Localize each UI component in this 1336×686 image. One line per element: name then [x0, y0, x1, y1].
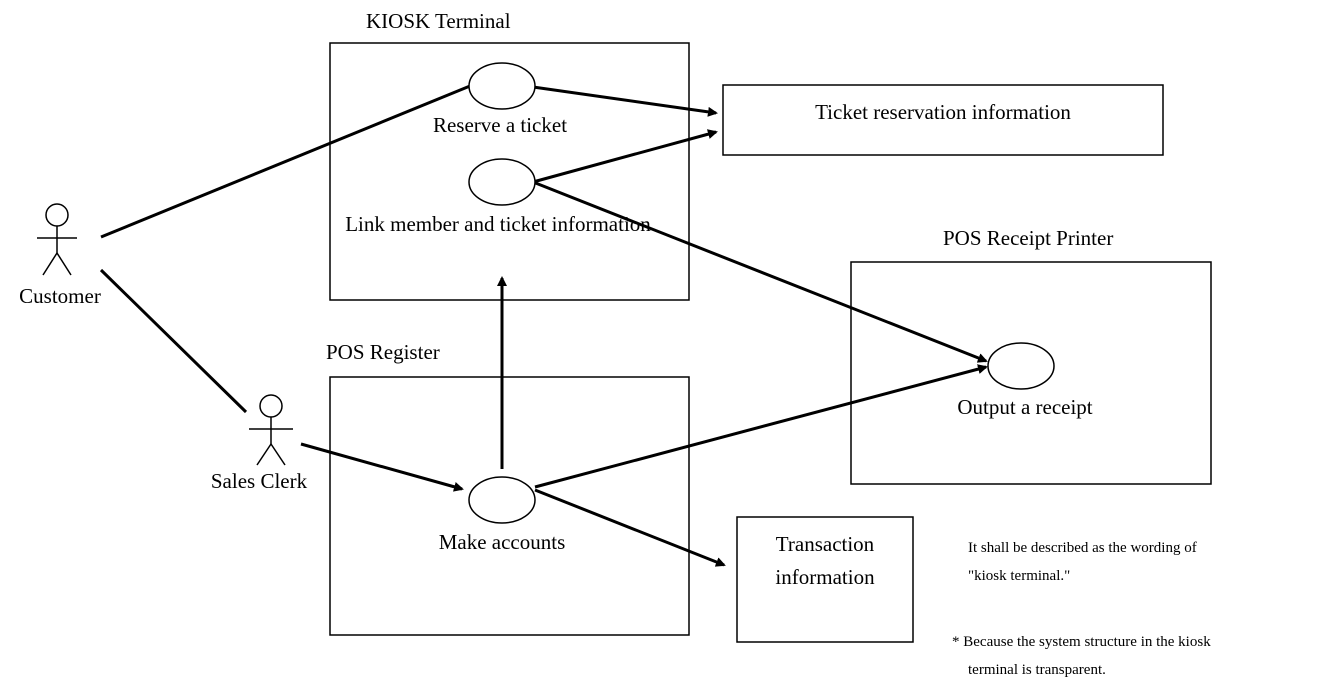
- link-member-label: Link member and ticket information: [345, 212, 651, 236]
- customer-clerk-line: [99, 268, 248, 414]
- reserve-ticket-label: Reserve a ticket: [433, 113, 567, 137]
- link-to-ticket-info-arrow: [532, 129, 718, 184]
- transaction-info-box: [736, 516, 914, 643]
- accounts-to-transaction-arrow: [534, 488, 726, 567]
- kiosk-terminal-boundary: [329, 42, 690, 301]
- reserve-ticket-usecase: [468, 62, 536, 110]
- output-receipt-usecase: [987, 342, 1055, 390]
- customer-label: Customer: [19, 284, 101, 308]
- ticket-reservation-info-label: Ticket reservation information: [815, 100, 1071, 124]
- sales-clerk-label: Sales Clerk: [211, 469, 308, 493]
- sales-clerk-actor-icon: [249, 394, 293, 466]
- ticket-reservation-info-box: [722, 84, 1164, 156]
- pos-receipt-printer-boundary: [850, 261, 1212, 485]
- note2-line2: terminal is transparent.: [968, 662, 1106, 678]
- reserve-to-ticket-info-arrow: [532, 85, 718, 117]
- customer-actor-icon: [37, 203, 77, 276]
- transaction-info-label-line1: Transaction: [776, 532, 875, 556]
- customer-reserve-line: [100, 84, 471, 239]
- pos-register-boundary: [329, 376, 690, 636]
- note1-line1: It shall be described as the wording of: [968, 540, 1197, 556]
- kiosk-terminal-title: KIOSK Terminal: [366, 9, 511, 33]
- link-member-usecase: [468, 158, 536, 206]
- link-to-receipt-arrow: [532, 180, 988, 363]
- note2-line1: * Because the system structure in the ki…: [952, 634, 1211, 650]
- accounts-to-receipt-arrow: [534, 364, 988, 489]
- make-accounts-label: Make accounts: [439, 530, 566, 554]
- make-accounts-usecase: [468, 476, 536, 524]
- note1-line2: "kiosk terminal.": [968, 568, 1070, 584]
- pos-receipt-printer-title: POS Receipt Printer: [943, 226, 1113, 250]
- transaction-info-label-line2: information: [775, 565, 875, 589]
- clerk-make-accounts-arrow: [300, 442, 464, 492]
- pos-register-title: POS Register: [326, 340, 440, 364]
- output-receipt-label: Output a receipt: [957, 395, 1092, 419]
